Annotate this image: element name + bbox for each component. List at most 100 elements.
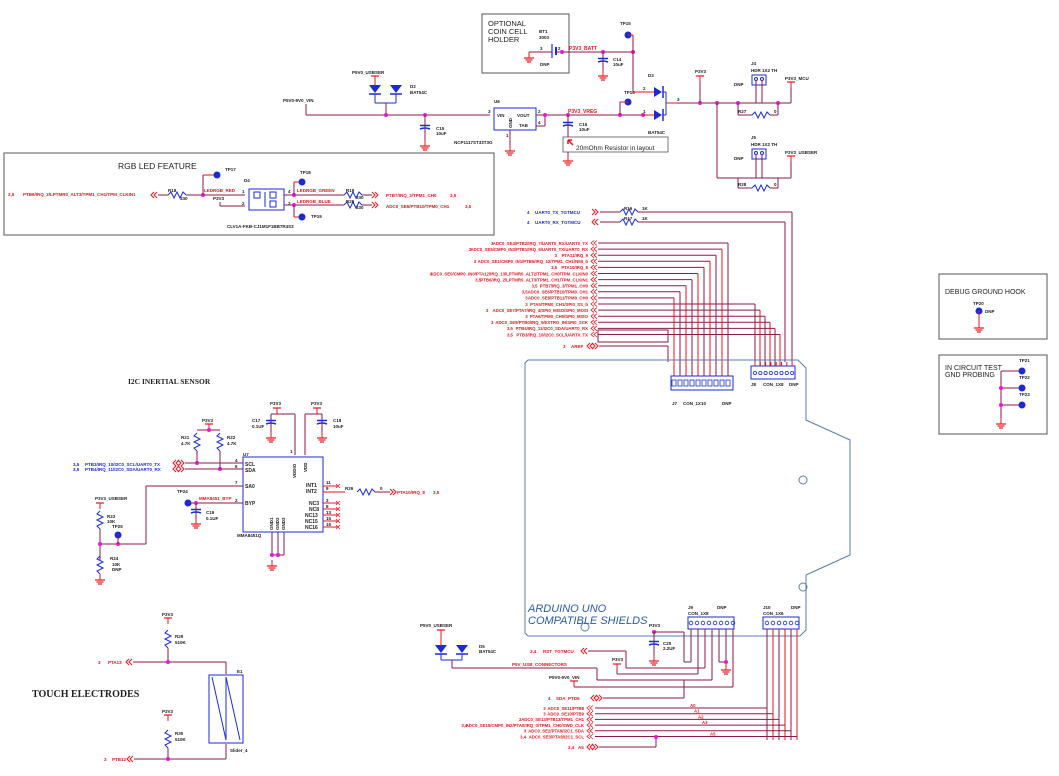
r24-dnp: DNP <box>112 567 122 572</box>
rgb-left-sheet: 3,5 <box>8 192 15 197</box>
analog-pin-label: A3 <box>702 720 708 725</box>
net-sda-ptd5[interactable]: SDA_PTD5 <box>556 696 580 701</box>
analog-net-label[interactable]: ADC0_SE3/PTA8/I2C1_SCL <box>529 734 585 739</box>
j5-dnp: DNP <box>734 156 744 161</box>
test-point-tp23[interactable] <box>1018 401 1026 409</box>
connector-pin <box>779 370 784 375</box>
net-aref[interactable]: AREF <box>571 344 584 349</box>
test-point-tp17[interactable] <box>213 171 221 179</box>
net-a5[interactable]: A5 <box>578 745 584 750</box>
net-p3v3-usbser: P3V3_USBSER <box>95 496 128 501</box>
header-net-label[interactable]: PTA6/TPM0_CH0/SPI0_MISO <box>530 314 589 319</box>
analog-net-label[interactable]: ADC0_SE15/CMP0_IN2/PTA0/IRQ_0/TPM1_CH0/S… <box>466 723 585 728</box>
ground-icon <box>973 321 985 333</box>
power-icon <box>786 155 796 163</box>
resistor-r29 <box>164 629 172 649</box>
analog-pin-label: A0 <box>690 703 696 708</box>
analog-net-label[interactable]: ADC0_SE2/PTA9/I2C1_SDA <box>528 729 584 734</box>
u7-pin-num: 4 <box>235 458 238 463</box>
header-net-sheet: 3 <box>525 314 528 319</box>
tp18-label: TP18 <box>300 170 311 175</box>
j5-val: HDR 1X2 TH <box>751 142 777 147</box>
net-int[interactable]: PTA10/IRQ_8 <box>397 490 425 495</box>
net-uart-rx[interactable]: UART0_RX_TGTMCU <box>535 220 581 225</box>
header-net-label[interactable]: ADC0_SE6/PTB10/TPM0_CH1 <box>528 290 589 295</box>
net-ptb12[interactable]: PTB12 <box>112 757 127 762</box>
j9-ref: J9 <box>688 605 694 610</box>
rgb-left-net[interactable]: PTB6/IRQ_2/LPTMR0_ALT3/TPM1_CH1/TPM_CLKI… <box>23 192 136 197</box>
analog-net-label[interactable]: ADC0_SE10/PTB9 <box>547 712 584 717</box>
note-20mohm: 20mOhm Resistor in layout <box>576 145 655 152</box>
r28-val: 0 <box>774 182 777 187</box>
rgb-right-sheet-1: 3,5 <box>450 193 457 198</box>
r22-val: 4.7K <box>227 441 237 446</box>
debug-box <box>938 273 1048 340</box>
net-pta13[interactable]: PTA13 <box>108 660 122 665</box>
header-net-label[interactable]: ADC0_SE0/CMP0_IN0/PTA12/IRQ_13/LPTMR0_AL… <box>430 271 588 276</box>
tp19-label: TP19 <box>311 214 322 219</box>
header-net-label[interactable]: ADC0_SE1/CMP0_IN1/PTB5/IRQ_12/TPM1_CH1/N… <box>478 259 589 264</box>
bt1-pin2: 2 <box>558 46 561 51</box>
arduino-title-1: ARDUINO UNO <box>527 603 607 615</box>
analog-pin-label: A1 <box>694 709 700 714</box>
j7-val: CON_1X10 <box>683 401 707 406</box>
rgb-right-net-2[interactable]: ADC0_SE6/PTB10/TPM0_CH1 <box>386 204 450 209</box>
u6-ref: U6 <box>494 99 500 104</box>
connector-pin <box>730 620 736 626</box>
d4-pin: 1 <box>242 189 245 194</box>
header-net-label[interactable]: ADC0_SE7/PTA7/IRQ_4/SPI0_MISO/SPI0_MOSI <box>493 308 588 313</box>
net-p5v0-9v0-vin: P5V0-9V0_VIN <box>283 98 314 103</box>
connector-pin <box>790 370 795 375</box>
header-net-row: ADC0_SE5/CMP0_IN3/PTB1/IRQ_6/UART0_TX/UA… <box>469 246 723 376</box>
header-net-label[interactable]: PTB4/IRQ_11/I2C0_SDA/UART0_RX <box>516 326 588 331</box>
j7-dnp: DNP <box>722 401 732 406</box>
u7-pin-vdd: VDD <box>303 462 308 472</box>
uart-section: 4 UART0_TX_TGTMCU 4 UART0_RX_TGTMCU R16 … <box>527 206 793 362</box>
net-p3v3: P3V3 <box>695 69 707 74</box>
header-net-row: PTA10/IRQ_83,5 <box>551 264 705 376</box>
off-sheet-connector-icon <box>590 258 598 265</box>
test-point-tp21[interactable] <box>1018 367 1026 375</box>
analog-net-label[interactable]: ADC0_SE11/PTB8 <box>547 706 584 711</box>
header-net-label[interactable]: PTB6/IRQ_2/LPTMR0_ALT3/TPM1_CH1/TPM_CLKI… <box>480 277 588 282</box>
header-net-label[interactable]: PTB3/IRQ_10/I2C0_SCL/UART0_TX <box>516 332 588 337</box>
net-rst-tgtmcu[interactable]: RST_TGTMCU <box>543 649 574 654</box>
tp22-label: TP22 <box>1019 375 1030 380</box>
arduino-title-2: COMPATIBLE SHIELDS <box>528 615 648 627</box>
test-point-tp19[interactable] <box>298 213 306 221</box>
resistor-r30 <box>164 729 172 749</box>
rgb-led-d4 <box>248 188 285 211</box>
analog-net-label[interactable]: ADC0_SE13/PTB13/TPM1_CH1 <box>521 717 584 722</box>
connector-pin <box>688 620 694 626</box>
header-net-sheet: 3,5 <box>507 326 514 331</box>
u6-pin-num: 2 <box>538 109 541 114</box>
ground-icon <box>995 417 1007 429</box>
resistor-r23 <box>96 510 104 530</box>
j10-dnp: DNP <box>791 605 801 610</box>
net-p3v3: P3V3 <box>202 418 214 423</box>
connector-pin <box>695 379 701 387</box>
header-net-label[interactable]: PTA5/TPM0_CH1/SPI0_SS_b <box>530 302 588 307</box>
net-i2c-scl[interactable]: PTB3/IRQ_10/I2C0_SCL/UART0_TX <box>85 462 160 467</box>
test-point-tp18[interactable] <box>298 178 306 186</box>
ground-icon <box>597 69 609 81</box>
header-net-label[interactable]: PTA11/IRQ_9 <box>562 253 589 258</box>
net-byp: MMA8451_BYP <box>199 496 232 501</box>
d4-part: CLV1A-FKB-CJ1M1F1BB7R4S3 <box>227 224 294 229</box>
rgb-right-net-1[interactable]: PTB7/IRQ_3/TPM1_CH0 <box>386 193 437 198</box>
c20-val: 2.2UF <box>663 646 676 651</box>
header-net-label[interactable]: PTA10/IRQ_8 <box>561 265 588 270</box>
header-net-label[interactable]: ADC0_SE5/CMP0_IN3/PTB1/IRQ_6/UART0_TX/UA… <box>471 247 589 252</box>
off-sheet-connector-icon <box>590 282 598 289</box>
net-uart-tx[interactable]: UART0_TX_TGTMCU <box>535 210 580 215</box>
header-net-label[interactable]: ADC0_SE8/PTB11/TPM0_CH0 <box>528 296 589 301</box>
connector-pin <box>724 620 730 626</box>
off-sheet-connector-icon <box>590 270 598 277</box>
net-p3v3-usbser: P3V3_USBSER <box>785 150 818 155</box>
header-net-label[interactable]: ADC0_SE9/PTB0/IRQ_5/EXTRG_IN/SPI0_SCK <box>495 320 589 325</box>
net-i2c-sda[interactable]: PTB4/IRQ_11/I2C0_SDA/UART0_RX <box>85 467 161 472</box>
header-net-label[interactable]: PTB7/IRQ_3/TPM1_CH0 <box>540 284 589 289</box>
test-point-tp22[interactable] <box>1018 384 1026 392</box>
header-net-label[interactable]: ADC0_SE4/PTB2/IRQ_7/UART0_RX/UART0_TX <box>493 241 588 246</box>
